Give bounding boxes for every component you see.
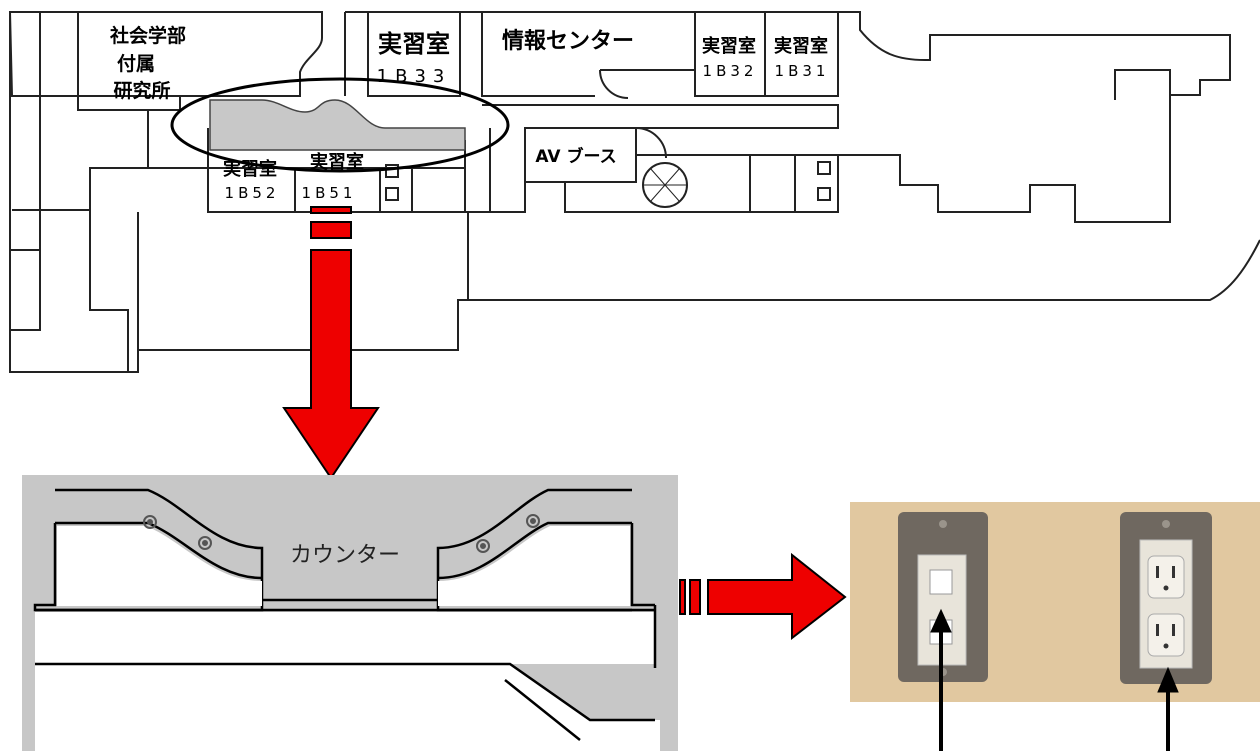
left-block (77, 12, 181, 372)
room-row-top (148, 127, 637, 213)
room-1B33-number: 1B33 (377, 66, 452, 87)
outlet-icon (526, 514, 540, 528)
north-wall (344, 11, 1231, 100)
info-center-label: 情報センター (502, 28, 634, 54)
screw-icon (939, 520, 947, 528)
inner-walls (9, 12, 90, 331)
floor-plan (8, 11, 1260, 373)
screw-icon (1162, 520, 1170, 528)
stair-lines (643, 167, 687, 203)
av-booth-label: AV ブース (535, 146, 616, 167)
counter-outlets (143, 514, 540, 553)
arrow-dash (689, 579, 701, 615)
room-1B51-name: 実習室 (310, 151, 364, 173)
lan-pointer-head (930, 608, 952, 633)
arrow-dash (310, 206, 352, 214)
counter-fill (57, 526, 630, 606)
dept-annex-line-2: 付属 (117, 52, 155, 75)
counter-detail: カウンター (22, 475, 678, 751)
dept-annex-line-1: 社会学部 (109, 24, 186, 47)
room-dividers (208, 128, 491, 212)
fixture-box (817, 187, 831, 201)
right-arrow (679, 552, 847, 641)
arrow-dash (679, 579, 686, 615)
power-socket-icon (1147, 613, 1185, 657)
counter-shape (55, 488, 632, 602)
building-outline (8, 11, 323, 97)
room-1B31-number: 1B31 (775, 62, 830, 80)
corridor-wall (137, 212, 469, 350)
fixture-box (385, 187, 399, 201)
counter-inner (55, 521, 632, 580)
walkway-lines (35, 605, 657, 741)
room-1B33-name: 実習室 (378, 30, 450, 58)
arrow-body (282, 249, 380, 480)
power-socket-icon (1147, 555, 1185, 599)
room-1B52-number: 1B52 (225, 184, 280, 202)
outlet-photo (850, 502, 1260, 702)
walkway (35, 612, 655, 664)
fixture-box (817, 161, 831, 175)
fixture-box (385, 164, 399, 178)
outlet-icon (476, 539, 490, 553)
walkway-lower (35, 664, 660, 751)
arrow-dash (310, 221, 352, 239)
outlet-icon (198, 536, 212, 550)
building-outer-wall (9, 12, 1260, 373)
room-1B32-name: 実習室 (702, 35, 756, 57)
down-arrow (282, 206, 380, 480)
counter-highlight (209, 99, 466, 151)
power-pointer-head (1157, 666, 1179, 693)
counter-marker-ellipse (170, 77, 510, 173)
door-swing (599, 69, 667, 159)
outlet-icon (143, 515, 157, 529)
lan-port-icon (929, 569, 953, 595)
counter-label: カウンター (290, 543, 400, 568)
floor-plan-labels: 社会学部 付属 研究所 実習室 1B33 情報センター 実習室 1B32 実習室… (109, 24, 830, 202)
room-1B31-name: 実習室 (774, 35, 828, 57)
room-1B32-number: 1B32 (703, 62, 758, 80)
east-block (564, 95, 1171, 223)
room-1B52-name: 実習室 (223, 158, 277, 180)
arrow-body (707, 552, 847, 641)
room-1B51-number: 1B51 (302, 184, 357, 202)
center-rooms (367, 12, 839, 129)
dept-annex-line-3: 研究所 (113, 79, 170, 102)
pointer-arrows (930, 608, 1179, 751)
